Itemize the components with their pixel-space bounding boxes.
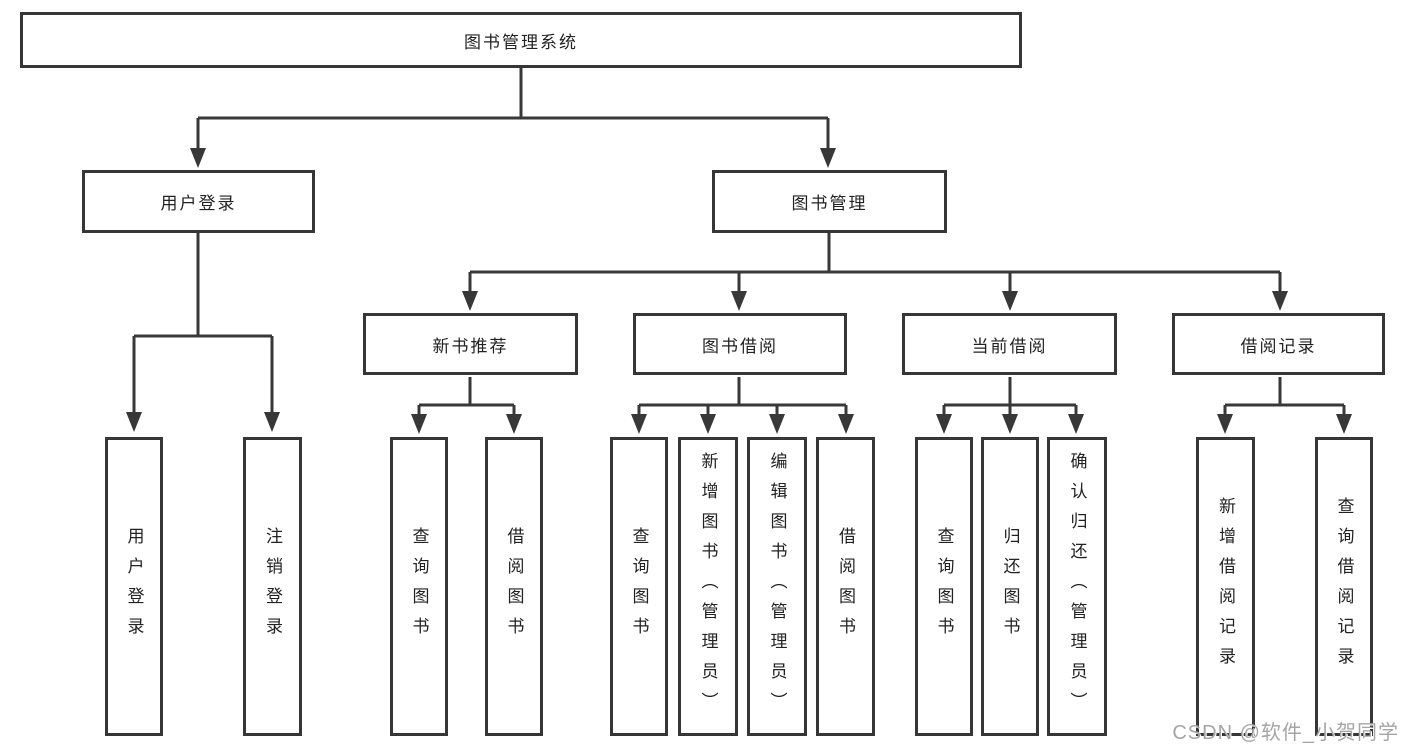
node-label: 新书推荐 [432,336,509,356]
node-book-management: 图书管理 [712,170,947,233]
leaf-query-books-borrow: 查询图书 [610,437,668,736]
leaf-label: 新增借阅记录 [1216,496,1235,677]
node-user-login: 用户登录 [82,170,315,233]
node-book-borrowing: 图书借阅 [633,313,847,375]
node-new-book-recommendation: 新书推荐 [363,313,578,375]
leaf-label: 用户登录 [124,526,144,647]
leaf-query-books-recommend: 查询图书 [390,437,448,736]
leaf-label: 查询图书 [629,526,649,647]
node-label: 图书管理系统 [464,32,578,52]
leaf-label: 归还图书 [1000,526,1020,647]
node-label: 用户登录 [160,194,237,213]
leaf-query-books-current: 查询图书 [915,437,973,736]
node-borrow-records: 借阅记录 [1172,313,1385,375]
leaf-borrow-books-recommend: 借阅图书 [485,437,543,736]
leaf-label: 查询借阅记录 [1334,496,1354,677]
node-label: 图书借阅 [702,336,778,356]
node-current-borrowing: 当前借阅 [902,313,1117,375]
csdn-watermark: CSDN @软件_小贺同学 [1172,722,1399,744]
leaf-logout: 注销登录 [243,437,302,736]
leaf-label: 确认归还（管理员） [1067,451,1087,722]
leaf-label: 注销登录 [263,526,282,647]
leaf-label: 借阅图书 [836,526,855,647]
leaf-label: 查询图书 [934,526,954,647]
node-library-management-system: 图书管理系统 [20,12,1022,68]
node-label: 当前借阅 [971,336,1048,356]
leaf-edit-books-admin: 编辑图书（管理员） [747,437,807,736]
leaf-add-books-admin: 新增图书（管理员） [678,437,738,736]
leaf-user-login: 用户登录 [105,437,163,736]
leaf-label: 查询图书 [409,526,429,647]
node-label: 图书管理 [791,194,868,213]
leaf-borrow-books: 借阅图书 [816,437,875,736]
leaf-add-borrow-record: 新增借阅记录 [1196,437,1255,736]
leaf-query-borrow-record: 查询借阅记录 [1315,437,1373,736]
leaf-confirm-return-admin: 确认归还（管理员） [1047,437,1107,736]
leaf-label: 编辑图书（管理员） [767,451,787,722]
leaf-label: 新增图书（管理员） [698,451,718,722]
node-label: 借阅记录 [1240,336,1317,356]
leaf-return-books: 归还图书 [981,437,1039,736]
leaf-label: 借阅图书 [504,526,524,647]
